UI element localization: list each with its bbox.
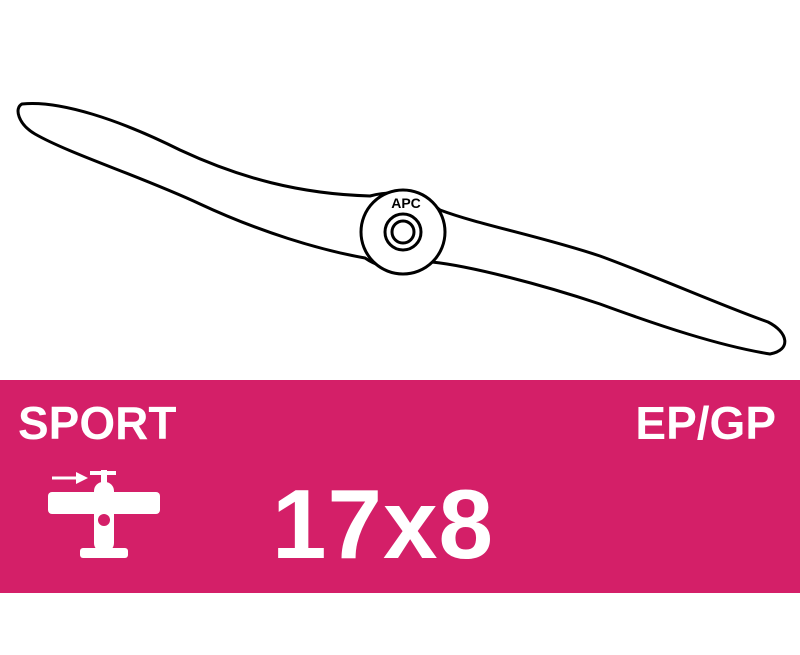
product-label-band: SPORT EP/GP 17x8 [0, 380, 800, 593]
apc-logo: APC [391, 195, 421, 211]
propeller-illustration: APC [16, 101, 787, 356]
category-label: SPORT [18, 397, 177, 449]
airplane-with-arrow-icon [48, 470, 160, 558]
propeller-icon: APC [16, 101, 787, 356]
fuel-type-label: EP/GP [635, 397, 776, 449]
hub-hole [390, 219, 416, 245]
propeller-blade-outline [16, 101, 787, 356]
propeller-size: 17x8 [272, 469, 495, 579]
